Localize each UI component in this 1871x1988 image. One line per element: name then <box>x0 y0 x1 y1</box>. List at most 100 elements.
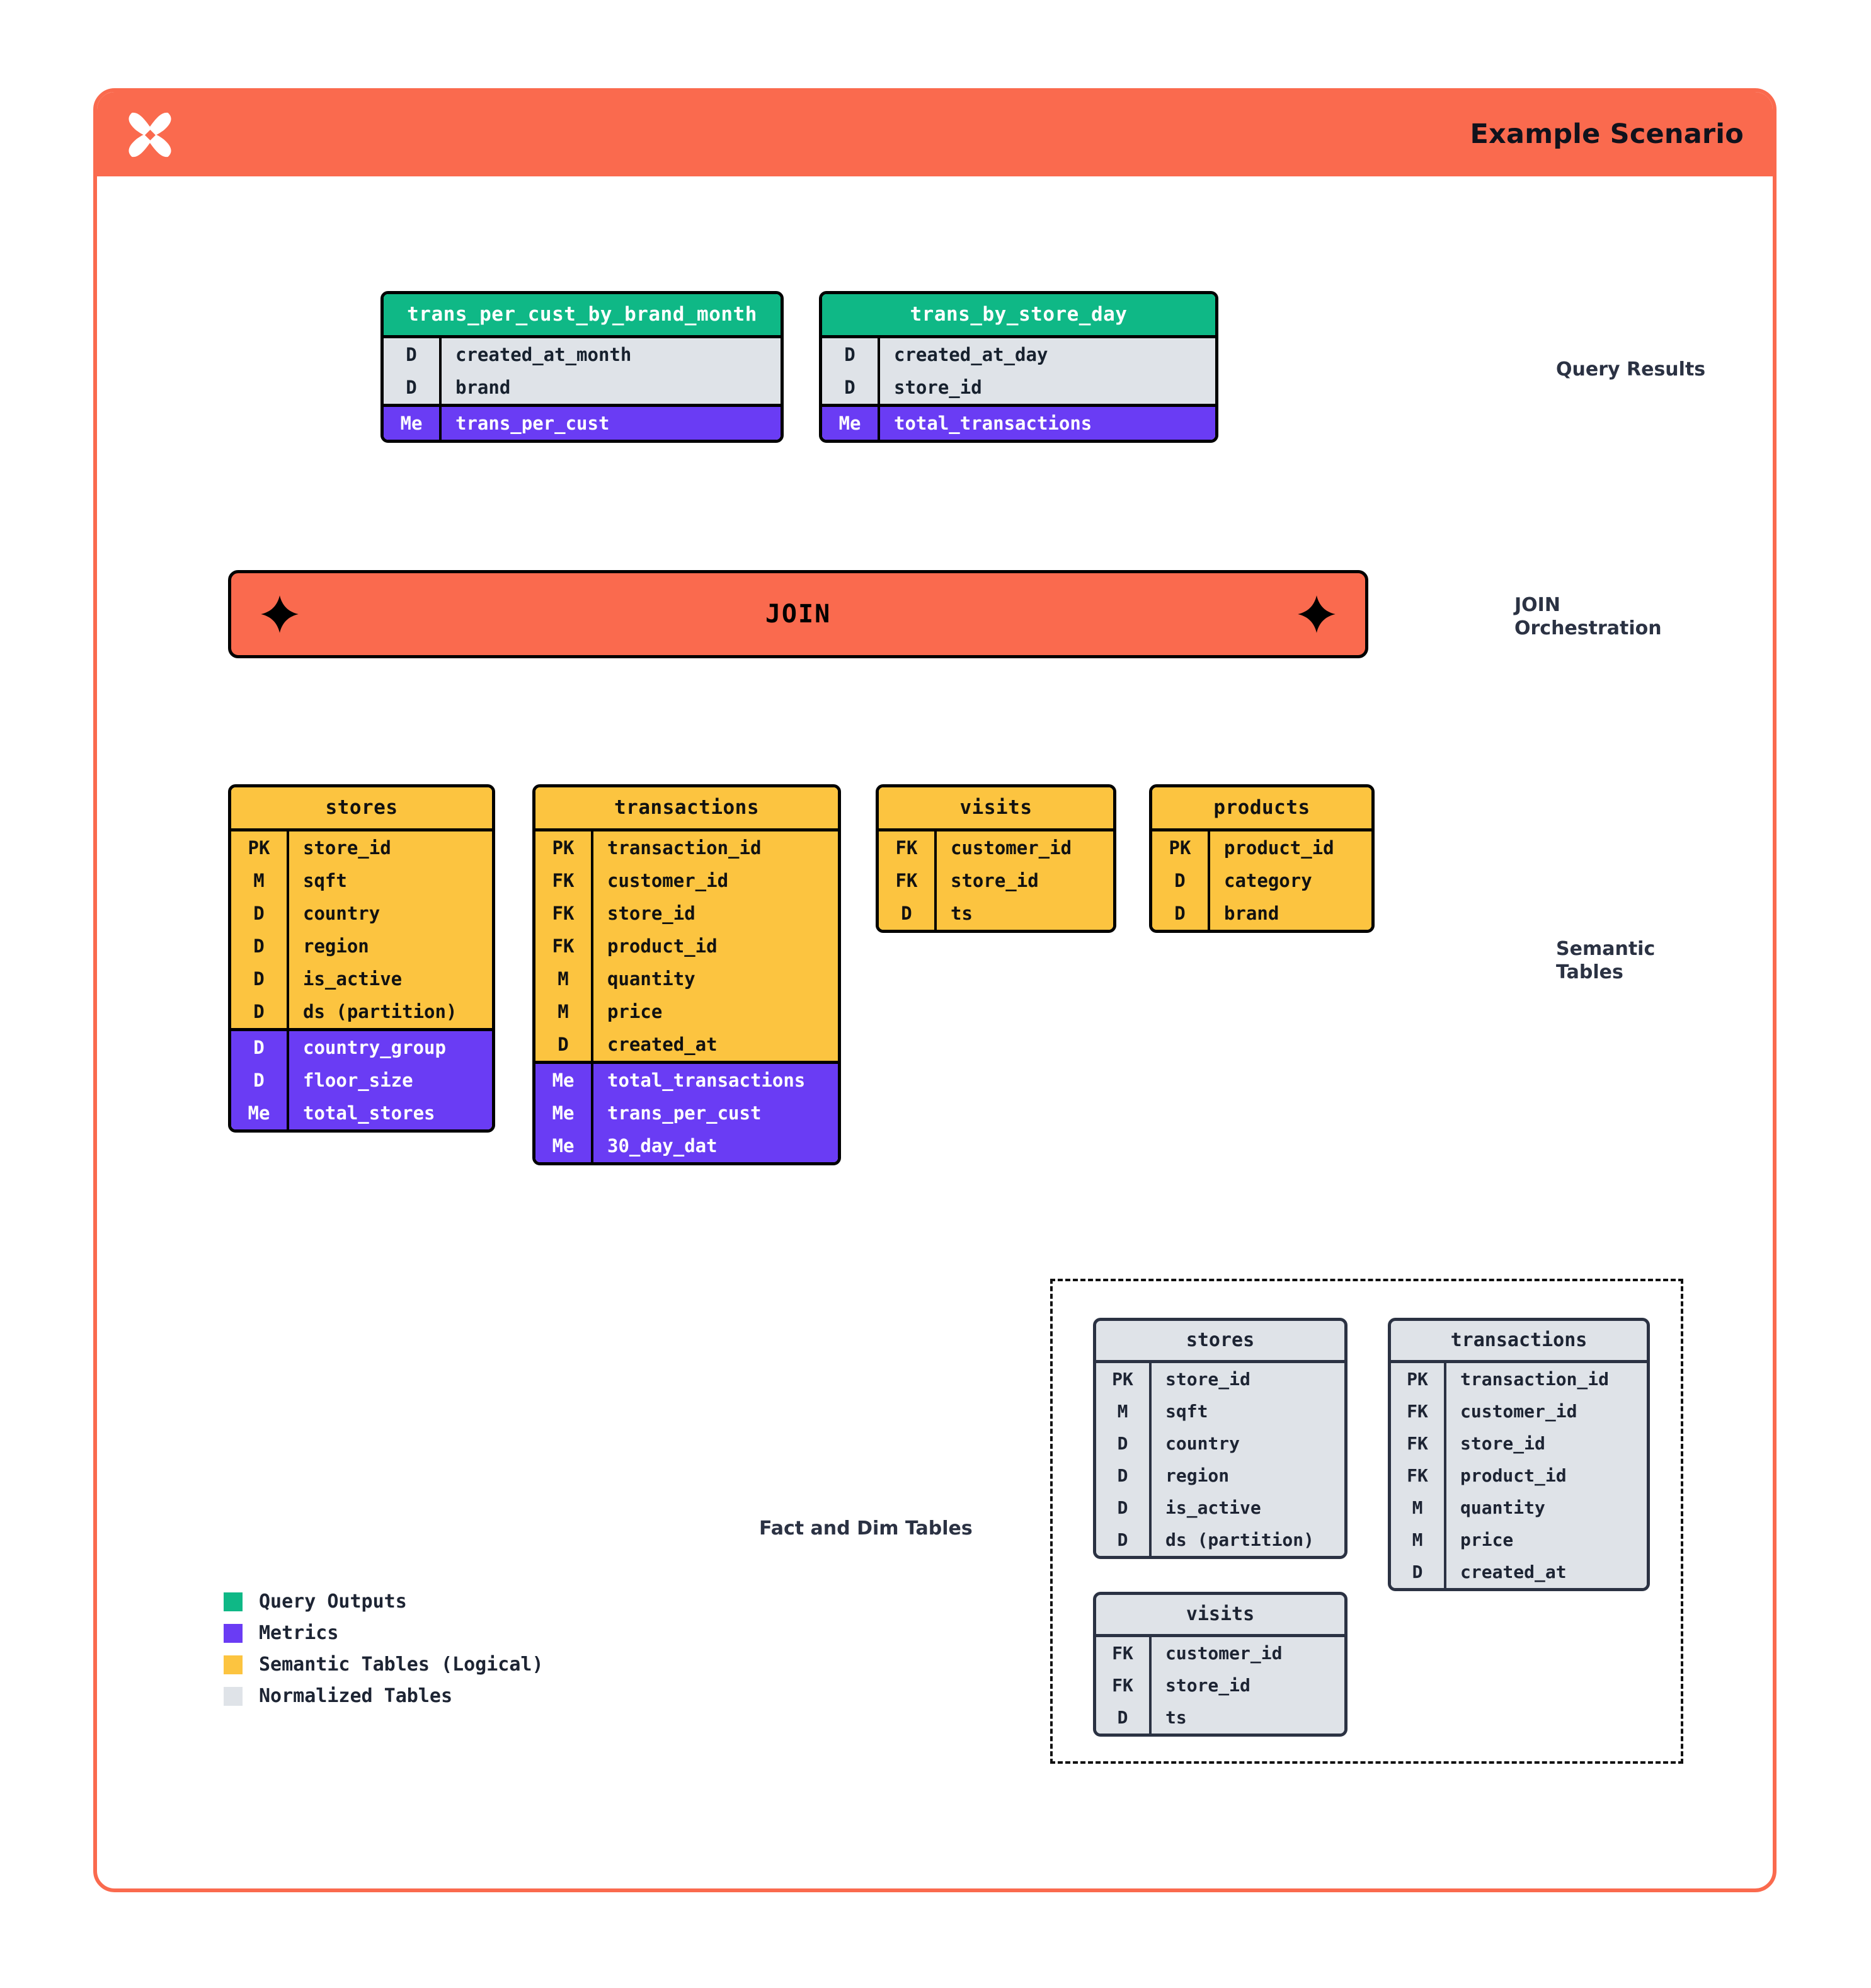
query-result-table-1[interactable]: trans_by_store_day D created_at_day D st… <box>819 291 1218 443</box>
table-row[interactable]: FK store_id <box>1096 1669 1344 1701</box>
legend-item-normalized-tables: Normalized Tables <box>224 1685 544 1707</box>
join-orchestration-bar[interactable]: JOIN <box>228 570 1368 658</box>
row-column: country_group <box>303 1037 446 1058</box>
legend-label: Semantic Tables (Logical) <box>259 1654 544 1676</box>
row-key: D <box>1096 1492 1152 1524</box>
row-key: Me <box>231 1097 289 1129</box>
row-key: D <box>231 1064 289 1097</box>
legend-swatch <box>224 1655 243 1674</box>
row-key: FK <box>535 897 593 930</box>
table-row[interactable]: D created_at_month <box>384 338 781 371</box>
table-row[interactable]: D store_id <box>822 371 1215 404</box>
table-row[interactable]: Me total_transactions <box>822 407 1215 440</box>
legend-label: Query Outputs <box>259 1591 407 1613</box>
row-key: M <box>1391 1492 1446 1524</box>
row-key: FK <box>1391 1460 1446 1492</box>
row-column: store_id <box>894 377 982 398</box>
row-key: Me <box>822 407 880 440</box>
row-column: transaction_id <box>1460 1369 1610 1390</box>
row-key: D <box>1152 897 1210 930</box>
table-title: visits <box>1186 1603 1255 1625</box>
join-annotation-line1: JOIN <box>1514 594 1560 616</box>
sparkle-icon <box>261 595 299 633</box>
join-label: JOIN <box>765 600 832 629</box>
row-column: trans_per_cust <box>607 1102 762 1124</box>
row-column: is_active <box>1165 1497 1261 1518</box>
table-row[interactable]: D brand <box>384 371 781 404</box>
row-key: D <box>535 1028 593 1061</box>
row-column: created_at_day <box>894 344 1048 365</box>
row-column: store_id <box>1165 1675 1250 1696</box>
table-row[interactable]: Me trans_per_cust <box>384 407 781 440</box>
join-orchestration-annotation: JOIN Orchestration <box>1514 593 1662 640</box>
row-column: customer_id <box>1165 1643 1283 1664</box>
row-key: Me <box>535 1064 593 1097</box>
query-result-table-0[interactable]: trans_per_cust_by_brand_month D created_… <box>380 291 784 443</box>
row-column: product_id <box>1224 837 1334 859</box>
row-column: quantity <box>607 968 695 990</box>
row-key: M <box>1391 1524 1446 1556</box>
row-key: FK <box>1096 1669 1152 1701</box>
row-key: M <box>231 864 289 897</box>
row-key: D <box>822 371 880 404</box>
row-key: PK <box>1391 1363 1446 1395</box>
table-title: products <box>1152 787 1371 828</box>
row-key: D <box>822 338 880 371</box>
table-row[interactable]: PK transaction_id <box>1391 1363 1647 1395</box>
row-key: D <box>879 897 937 930</box>
table-row[interactable]: FK customer_id <box>1096 1637 1344 1669</box>
sparkle-icon <box>1298 595 1336 633</box>
row-key: FK <box>1096 1637 1152 1669</box>
frame-header: Example Scenario <box>97 92 1773 176</box>
dimension-section: D created_at_day D store_id <box>822 338 1215 404</box>
row-column: region <box>1165 1465 1230 1486</box>
table-row[interactable]: D created_at_day <box>822 338 1215 371</box>
